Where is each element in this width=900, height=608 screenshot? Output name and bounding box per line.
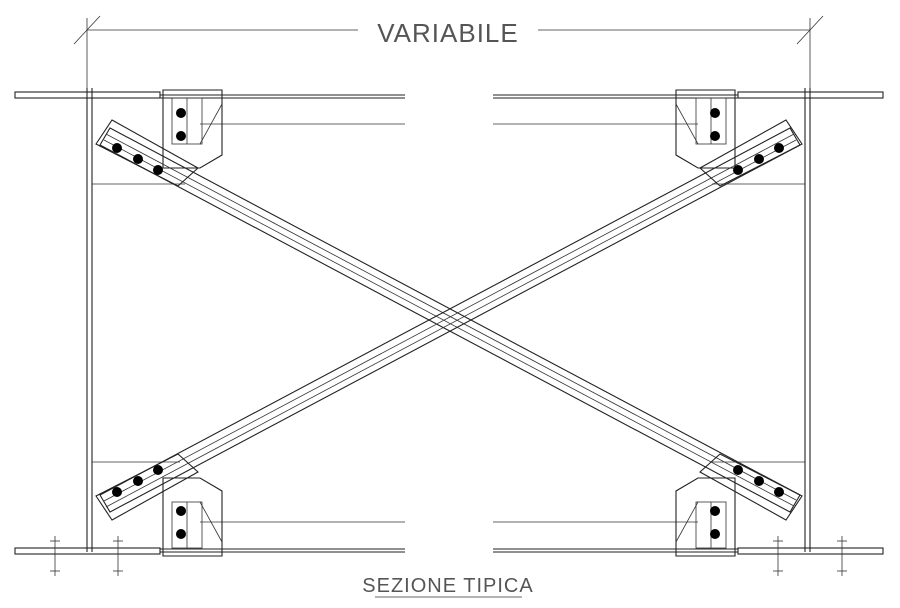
- bolt: [710, 529, 720, 539]
- bolt: [133, 154, 143, 164]
- right-column: [804, 88, 811, 552]
- bolt: [176, 506, 186, 516]
- gusset-bottom-right: [675, 477, 736, 557]
- bolt: [176, 529, 186, 539]
- bolt: [733, 465, 743, 475]
- dimension-label: VARIABILE: [377, 18, 518, 48]
- gusset-top-left: [162, 89, 223, 169]
- bolt: [133, 476, 143, 486]
- gusset-bottom-left: [162, 477, 223, 557]
- section-title: SEZIONE TIPICA: [362, 575, 533, 598]
- diagonal-brace-bl-tr: [99, 127, 801, 513]
- bolts: [112, 108, 784, 539]
- gusset-top-right: [675, 89, 736, 169]
- dimension-line: VARIABILE: [73, 15, 824, 88]
- bolt: [710, 131, 720, 141]
- bolt: [733, 165, 743, 175]
- bolt: [754, 476, 764, 486]
- bolt: [710, 506, 720, 516]
- bolt: [710, 108, 720, 118]
- section-label: SEZIONE TIPICA: [362, 575, 533, 597]
- level-markers: [50, 536, 847, 576]
- bottom-slab: [14, 521, 884, 555]
- bolt: [176, 108, 186, 118]
- left-column: [86, 88, 93, 552]
- top-slab: [14, 91, 884, 125]
- bolt: [774, 487, 784, 497]
- bolt: [112, 143, 122, 153]
- bolt: [153, 465, 163, 475]
- bolt: [754, 154, 764, 164]
- bolt: [153, 165, 163, 175]
- bolt: [176, 131, 186, 141]
- bolt: [774, 143, 784, 153]
- brace-end-plates: [95, 119, 803, 521]
- bolt: [112, 487, 122, 497]
